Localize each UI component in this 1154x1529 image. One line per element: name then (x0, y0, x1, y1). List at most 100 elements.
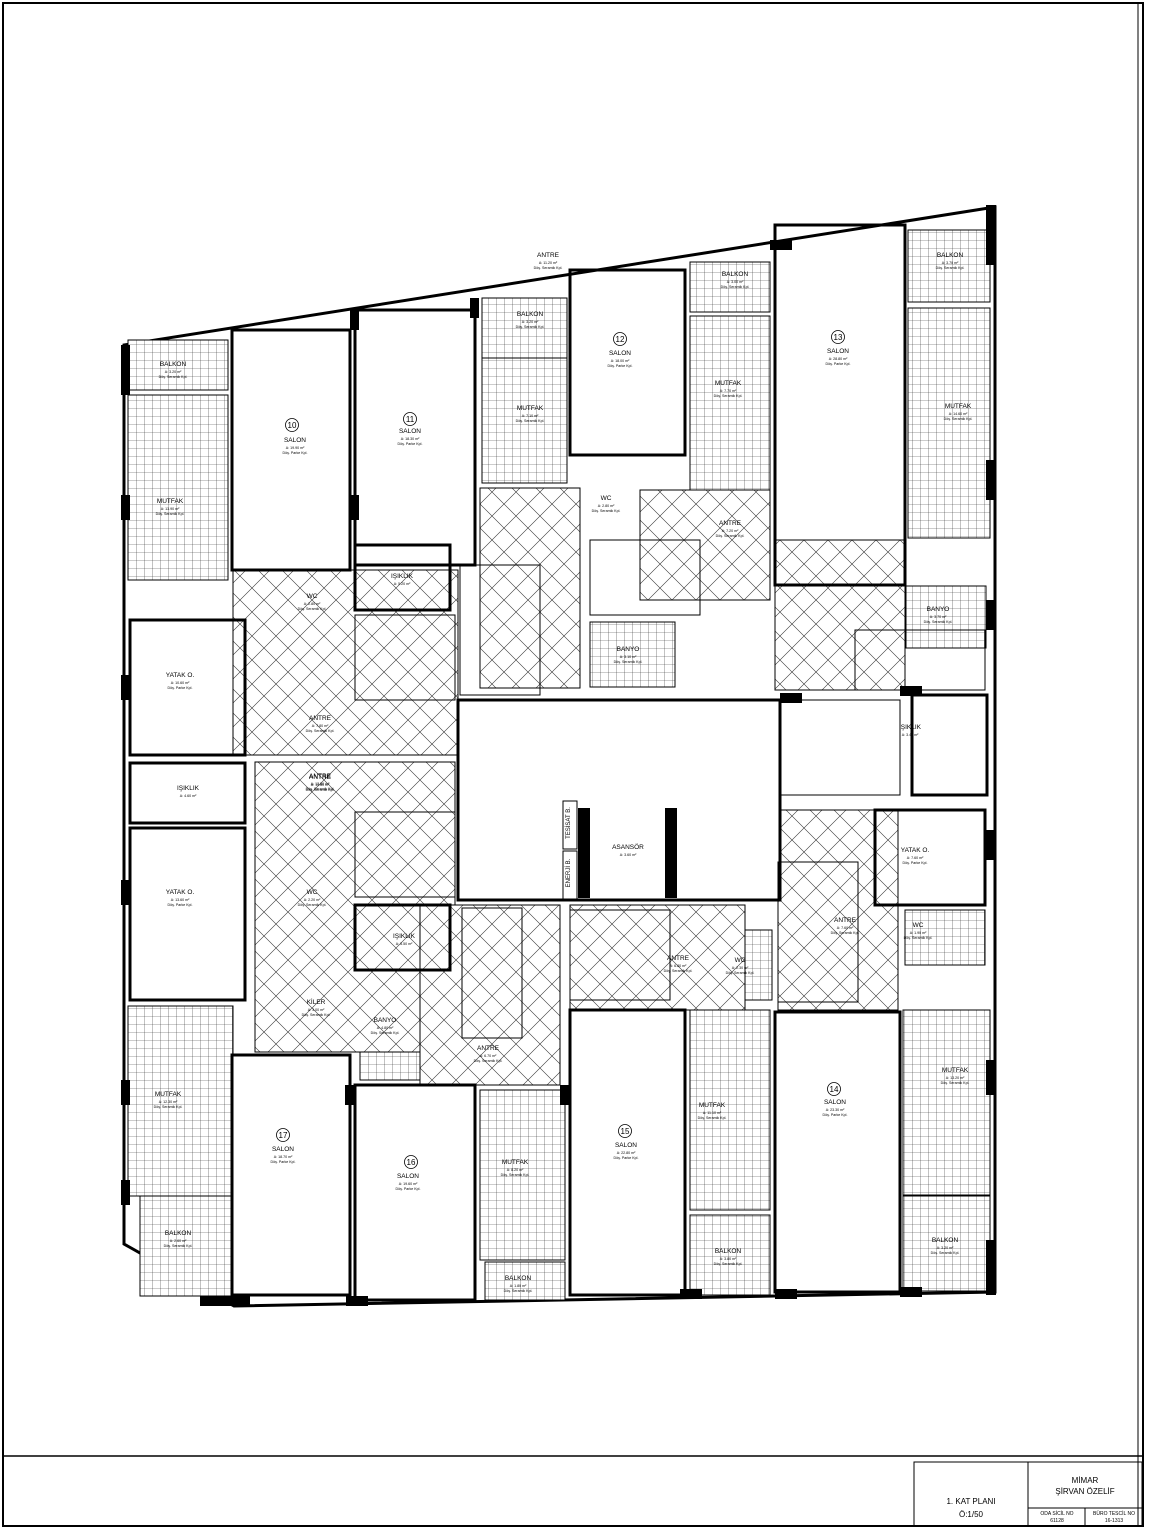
room-name: IŞIKLIK (391, 573, 414, 580)
tiled-areas (127, 229, 991, 1301)
room-area: A: 3.00 m² (727, 280, 744, 284)
title-block (3, 1455, 1143, 1527)
room-name: ANTRE (477, 1045, 500, 1052)
architect-name: ŞİRVAN ÖZELİF (1055, 1487, 1115, 1496)
unit-number: 11 (403, 412, 417, 426)
room-spec: Döş. Seramik Kpl. (534, 266, 563, 270)
room-area: A: 12.50 m² (311, 782, 330, 786)
room-spec: Döş. Seramik Kpl. (716, 534, 745, 538)
room-name: SALON (615, 1142, 637, 1149)
room-area: A: 7.60 m² (907, 856, 924, 860)
unit-number-text: 11 (406, 415, 415, 424)
buro-tescil-value: 16-1313 (1104, 1518, 1124, 1524)
room-area: A: 1.80 m² (510, 1284, 527, 1288)
room-name: BALKON (517, 311, 544, 318)
room-name: SALON (397, 1173, 419, 1180)
unit-number: 10 (285, 418, 299, 432)
room-spec: Döş. Seramik Kpl. (298, 903, 327, 907)
room-spec: Döş. Seramik Kpl. (614, 660, 643, 664)
room-area: A: 3.40 m² (902, 733, 919, 737)
room-area: A: 12.30 m² (159, 1100, 178, 1104)
room-name: MUTFAK (155, 1091, 182, 1098)
room-area: A: 2.30 m² (732, 966, 749, 970)
room-spec: Döş. Seramik Kpl. (592, 509, 621, 513)
room-spec: Döş. Seramik Kpl. (516, 325, 545, 329)
room-name: SALON (272, 1146, 294, 1153)
unit-number-text: 16 (407, 1158, 416, 1167)
room-spec: Döş. Seramik Kpl. (302, 1013, 331, 1017)
room-spec: Döş. Seramik Kpl. (154, 1105, 183, 1109)
room-area: A: 3.20 m² (937, 1246, 954, 1250)
room-area: A: 28.80 m² (829, 357, 848, 361)
room-area: A: 2.20 m² (304, 898, 321, 902)
room-name: MUTFAK (945, 403, 972, 410)
room-spec: Döş. Seramik Kpl. (714, 394, 743, 398)
unit-number: 15 (618, 1124, 632, 1138)
room-name: YATAK O. (901, 847, 930, 854)
room-walls (128, 223, 989, 1302)
shaft-box (562, 850, 578, 900)
room-area: A: 3.70 m² (930, 615, 947, 619)
room-area: A: 13.60 m² (171, 898, 190, 902)
unit-number: 17 (276, 1128, 290, 1142)
room-spec: Döş. Parke Kpl. (398, 442, 423, 446)
room-name: BALKON (722, 271, 749, 278)
room-name: MUTFAK (942, 1067, 969, 1074)
room-name: ANTRE (834, 917, 857, 924)
room-area: A: 2.80 m² (598, 504, 615, 508)
room-area: A: 18.30 m² (401, 437, 420, 441)
room-area: A: 11.20 m² (539, 261, 558, 265)
room-area: A: 23.30 m² (826, 1108, 845, 1112)
oda-sicil-value: 61128 (1050, 1518, 1064, 1524)
room-name: SALON (399, 428, 421, 435)
room-spec: Döş. Parke Kpl. (271, 1160, 296, 1164)
room-name: MUTFAK (715, 380, 742, 387)
room-spec: Döş. Seramik Kpl. (516, 419, 545, 423)
room-name: IŞIKLIK (899, 724, 922, 731)
room-spec: Döş. Seramik Kpl. (941, 1081, 970, 1085)
unit-number-circle (403, 412, 417, 426)
room-spec: Döş. Seramik Kpl. (936, 266, 965, 270)
room-name: BALKON (505, 1275, 532, 1282)
room-label: IŞIKLIK A: 3.40 m² (899, 724, 922, 737)
room-spec: Döş. Parke Kpl. (903, 861, 928, 865)
room-name: BALKON (160, 361, 187, 368)
room-name: MUTFAK (699, 1102, 726, 1109)
room-spec: Döş. Parke Kpl. (823, 1113, 848, 1117)
unit-number-circle (618, 1124, 632, 1138)
room-area: A: 8.20 m² (507, 1168, 524, 1172)
room-name: BALKON (165, 1230, 192, 1237)
room-spec: Döş. Seramik Kpl. (371, 1031, 400, 1035)
room-spec: Döş. Seramik Kpl. (159, 375, 188, 379)
room-area: A: 7.20 m² (722, 529, 739, 533)
room-name: ANTRE (667, 955, 690, 962)
room-area: A: 22.80 m² (617, 1151, 636, 1155)
room-area: A: 3.20 m² (165, 370, 182, 374)
room-area: A: 18.70 m² (274, 1155, 293, 1159)
unit-number-circle (827, 1082, 841, 1096)
room-area: A: 3.00 m² (308, 1008, 325, 1012)
room-spec: Döş. Parke Kpl. (168, 686, 193, 690)
room-spec: Döş. Parke Kpl. (614, 1156, 639, 1160)
